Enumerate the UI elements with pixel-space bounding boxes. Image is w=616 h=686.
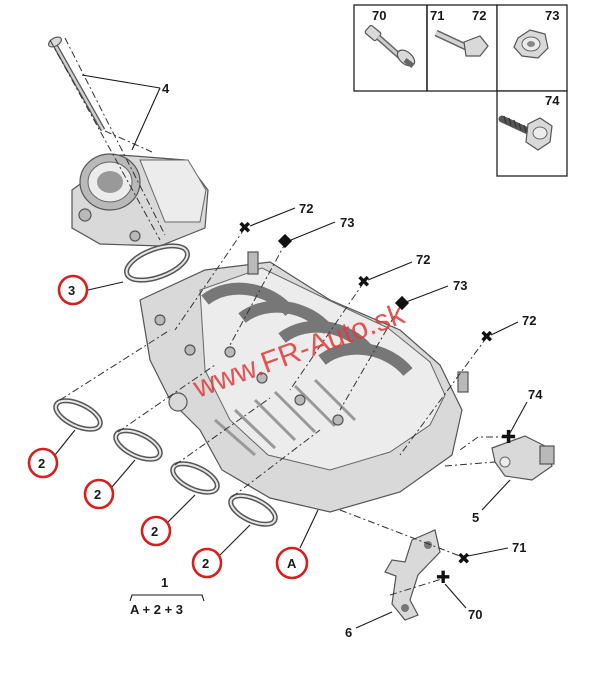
callout-4: 4 xyxy=(162,81,170,96)
inset-label-73: 73 xyxy=(545,8,559,23)
callout-72c: 72 xyxy=(522,313,536,328)
inset-label-71: 71 xyxy=(430,8,444,23)
inset-label-72: 72 xyxy=(472,8,486,23)
callout-circle-2d[interactable] xyxy=(191,547,223,579)
screw-74-icon xyxy=(498,115,553,151)
inset-label-74: 74 xyxy=(545,93,560,108)
cross-marker-icon: ✖ xyxy=(238,218,251,237)
fastener-inset: 70 71 72 73 74 xyxy=(353,4,568,177)
callout-labels: 4 72 73 72 73 72 74 5 71 70 6 xyxy=(162,81,543,640)
bolt-70-icon xyxy=(364,24,416,68)
cross-marker-icon: ✖ xyxy=(357,272,370,291)
callout-70: 70 xyxy=(468,607,482,622)
callout-73b: 73 xyxy=(453,278,467,293)
callout-5: 5 xyxy=(472,510,479,525)
callout-71: 71 xyxy=(512,540,526,555)
callout-72a: 72 xyxy=(299,201,313,216)
callout-circle-2c[interactable] xyxy=(140,515,172,547)
callout-72b: 72 xyxy=(416,252,430,267)
callout-2b[interactable]: 2 xyxy=(94,487,101,502)
leader-lines xyxy=(54,74,528,629)
inset-label-70: 70 xyxy=(372,8,386,23)
callout-a[interactable]: A xyxy=(287,556,297,571)
callout-circle-2a[interactable] xyxy=(27,447,59,479)
sensor-5 xyxy=(491,435,555,481)
callout-74: 74 xyxy=(528,387,543,402)
plus-marker-icon: ✚ xyxy=(436,568,450,588)
callout-2c[interactable]: 2 xyxy=(151,524,158,539)
callout-73a: 73 xyxy=(340,215,354,230)
diamond-marker-icon xyxy=(394,295,410,311)
callout-circle-3[interactable] xyxy=(57,274,89,306)
formula-bottom: A + 2 + 3 xyxy=(130,602,183,617)
bracket-6 xyxy=(384,529,441,621)
formula-top: 1 xyxy=(161,575,168,590)
gaskets-2 xyxy=(53,398,278,527)
diamond-marker-icon xyxy=(277,233,293,249)
callout-circle-2b[interactable] xyxy=(83,478,115,510)
cross-marker-icon: ✖ xyxy=(457,549,470,568)
intake-manifold xyxy=(139,251,469,513)
position-markers: ✖ ✖ ✖ ✚ ✖ ✚ xyxy=(238,218,516,588)
callout-2a[interactable]: 2 xyxy=(38,456,45,471)
throttle-bolts xyxy=(48,36,106,132)
callout-6: 6 xyxy=(345,625,352,640)
nut-73-icon xyxy=(513,29,549,59)
callout-2d[interactable]: 2 xyxy=(202,556,209,571)
cross-marker-icon: ✖ xyxy=(480,327,493,346)
callout-circle-a[interactable] xyxy=(275,546,309,580)
assembly-lines xyxy=(49,37,508,596)
plus-marker-icon: ✚ xyxy=(501,427,516,448)
bolt-71-72-icon xyxy=(434,29,489,57)
assembly-formula: 1 A + 2 + 3 xyxy=(129,575,205,617)
gasket-3 xyxy=(124,243,190,283)
highlighted-callouts[interactable]: 3 2 2 2 2 A xyxy=(27,274,309,580)
callout-3[interactable]: 3 xyxy=(68,283,75,298)
throttle-body xyxy=(71,153,209,247)
